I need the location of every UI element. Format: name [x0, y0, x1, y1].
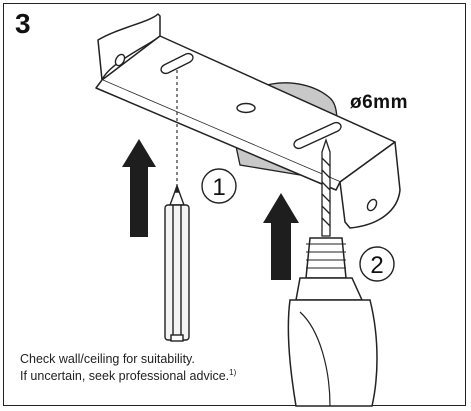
up-arrow-icon — [263, 193, 299, 280]
advice-note: Check wall/ceiling for suitability. If u… — [20, 351, 236, 385]
slot-hole-left — [160, 52, 194, 75]
bracket-holes — [114, 52, 378, 212]
advice-note-line-1: Check wall/ceiling for suitability. — [20, 352, 195, 366]
callout-2-circle — [359, 246, 395, 282]
drill-diameter-label: ø6mm — [350, 92, 408, 113]
drill-bit-icon — [321, 137, 331, 237]
advice-note-line-2-text: If uncertain, seek professional advice. — [20, 369, 230, 383]
slot-hole-right — [293, 121, 342, 150]
drill-icon — [287, 237, 378, 407]
flange-hole-left — [114, 53, 126, 67]
advice-note-line-2: If uncertain, seek professional advice.1… — [20, 368, 236, 385]
step-number: 3 — [15, 8, 31, 39]
callout-1-number: 1 — [212, 174, 225, 201]
callout-2-number: 2 — [370, 252, 383, 279]
up-arrow-icon — [122, 139, 156, 237]
callout-1-circle — [201, 168, 237, 204]
footnote-marker: 1) — [229, 367, 237, 377]
flange-hole-right — [366, 198, 378, 212]
center-hole — [236, 102, 256, 114]
pencil-icon — [164, 183, 190, 342]
